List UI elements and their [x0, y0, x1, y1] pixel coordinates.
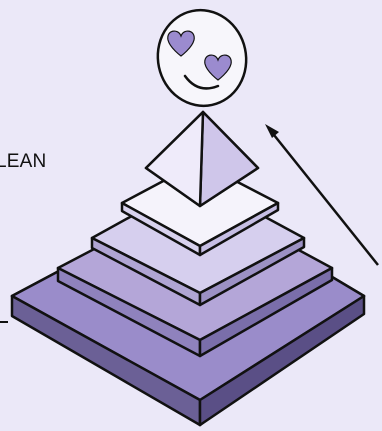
lean-label: LEAN [0, 152, 46, 171]
heart-eyes-emoji-icon [149, 2, 255, 114]
